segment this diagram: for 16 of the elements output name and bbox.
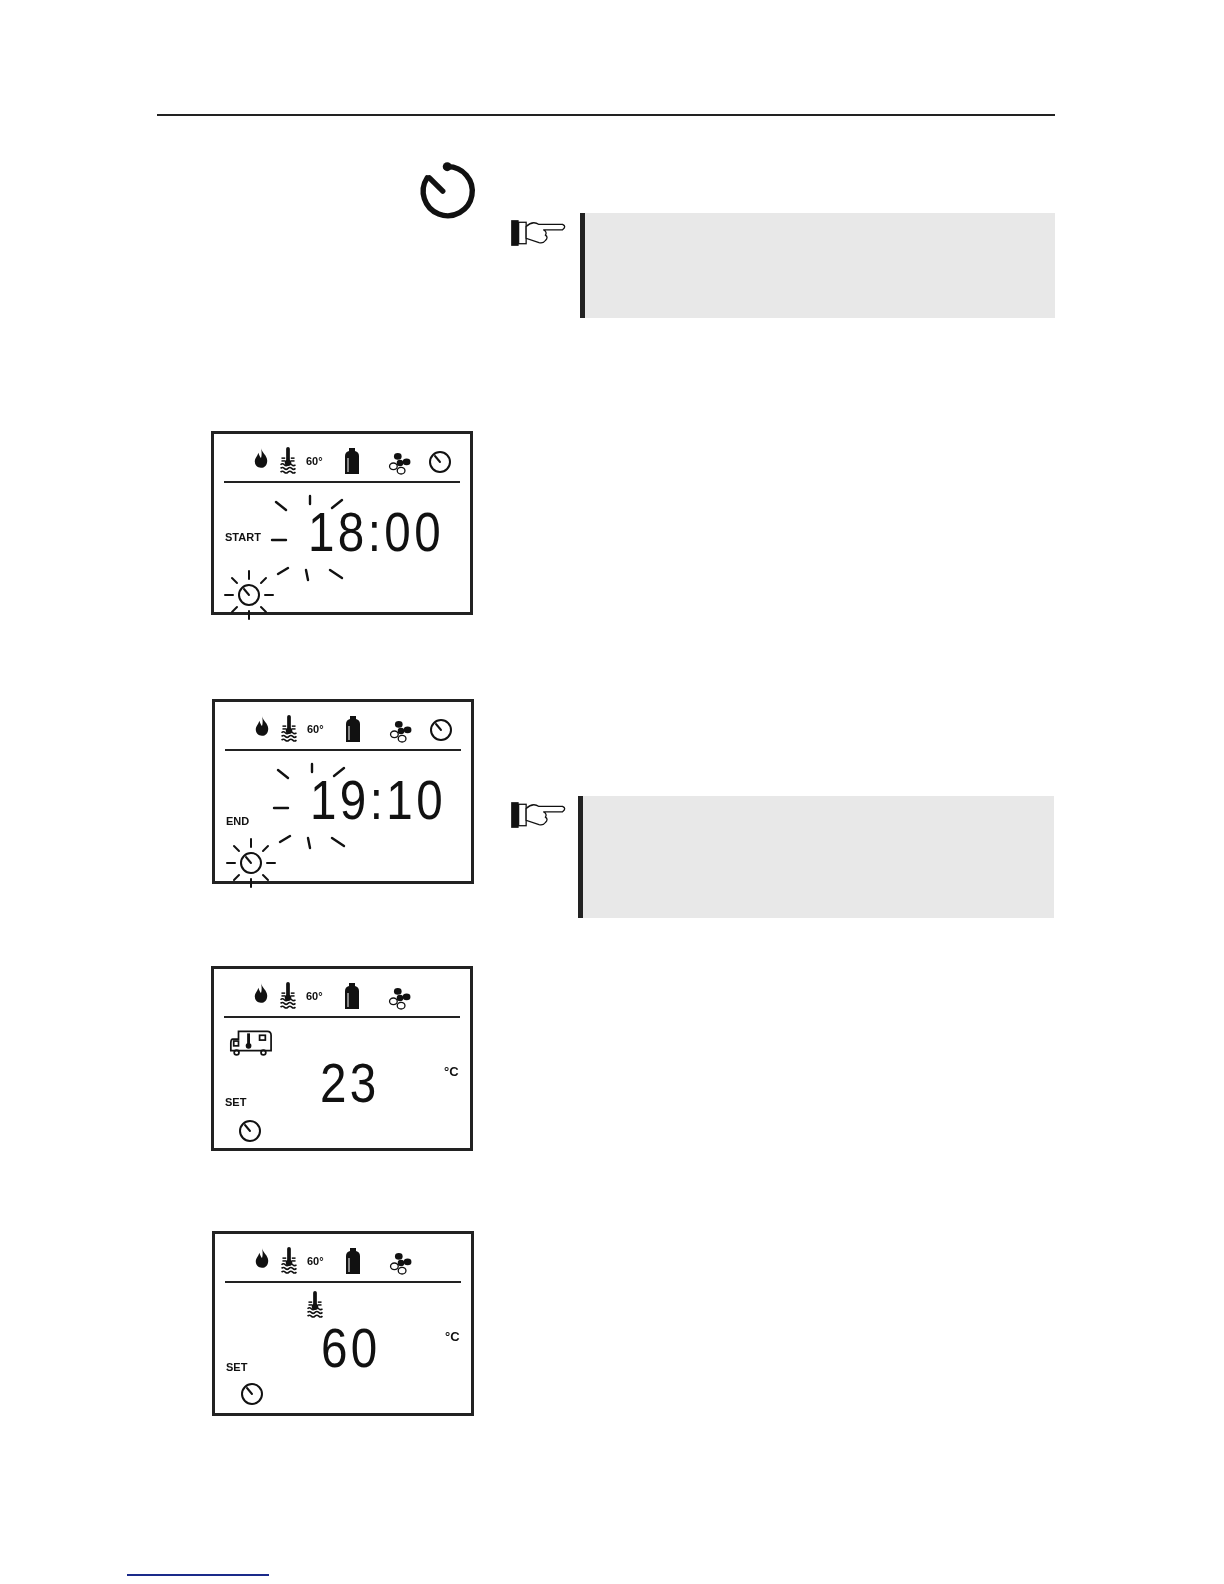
- unit-label: °C: [444, 1065, 459, 1078]
- unit-label: °C: [445, 1330, 460, 1343]
- temperature-label: 60°: [307, 724, 324, 735]
- time-readout: 19:10: [310, 772, 447, 828]
- lcd-display: [212, 1231, 474, 1416]
- mode-label: SET: [226, 1362, 248, 1373]
- mode-label: END: [226, 816, 250, 827]
- mode-label: START: [225, 532, 261, 543]
- temperature-readout: 60: [321, 1320, 381, 1376]
- time-readout: 18:00: [308, 504, 445, 560]
- temperature-label: 60°: [306, 991, 323, 1002]
- temperature-readout: 23: [320, 1055, 380, 1111]
- mode-label: SET: [225, 1097, 247, 1108]
- lcd-display: [211, 966, 473, 1151]
- temperature-label: 60°: [307, 1256, 324, 1267]
- temperature-label: 60°: [306, 456, 323, 467]
